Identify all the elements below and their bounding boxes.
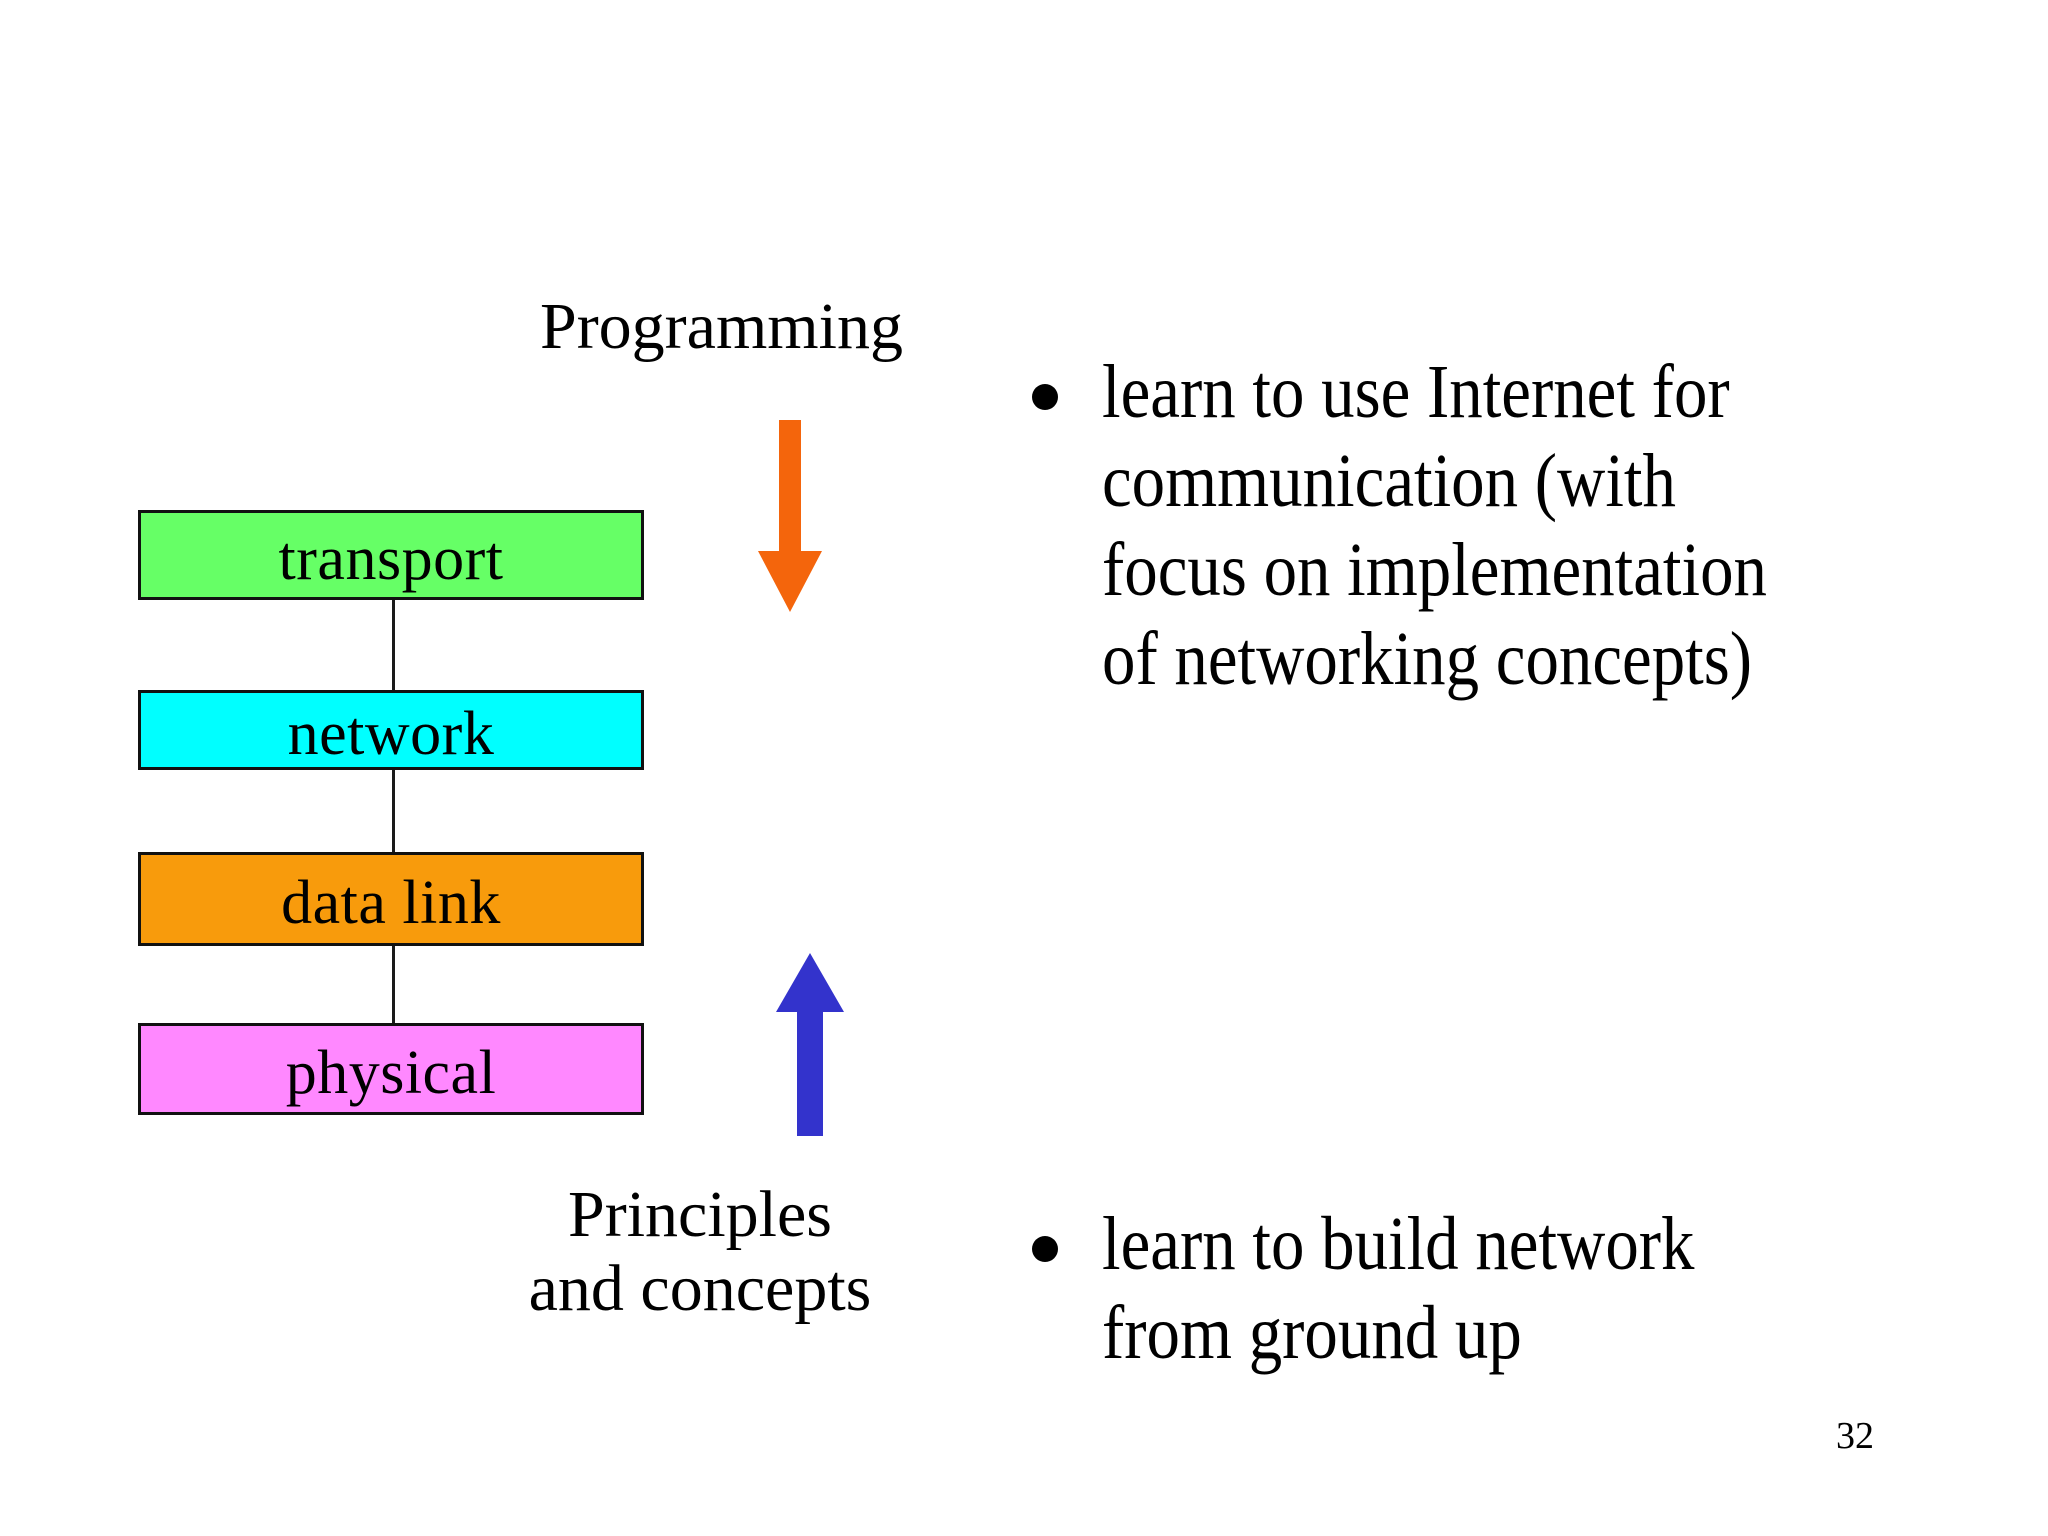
layer-label-physical: physical — [285, 1039, 497, 1107]
protocol-stack-diagram: transport network data link physical — [138, 510, 648, 1120]
layer-label-network: network — [287, 700, 495, 768]
principles-label-line-1: Principles — [568, 1178, 832, 1251]
bullet-item-learn-to-use-internet: learn to use Internet for communication … — [1032, 348, 2042, 704]
layer-label-data-link: data link — [281, 869, 501, 937]
layer-box-network[interactable]: network — [138, 690, 644, 770]
programming-label: Programming — [540, 290, 903, 363]
page-number: 32 — [1836, 1415, 1874, 1457]
connector-datalink-physical — [392, 946, 395, 1023]
connector-transport-network — [392, 600, 395, 690]
connector-network-datalink — [392, 770, 395, 852]
up-arrow-icon — [776, 953, 844, 1136]
layer-box-physical[interactable]: physical — [138, 1023, 644, 1115]
layer-box-transport[interactable]: transport — [138, 510, 644, 600]
bullet-text: learn to build network from ground up — [1102, 1202, 1695, 1375]
principles-label-line-2: and concepts — [528, 1251, 872, 1325]
bullet-item-learn-to-build-network: learn to build network from ground up — [1032, 1200, 2042, 1378]
layer-box-data-link[interactable]: data link — [138, 852, 644, 946]
bullet-text: learn to use Internet for communication … — [1102, 350, 1767, 701]
down-arrow-icon — [758, 420, 822, 612]
bullet-dot-icon — [1032, 1236, 1058, 1262]
principles-and-concepts-label: Principles and concepts — [460, 1178, 940, 1326]
bullet-dot-icon — [1032, 384, 1058, 410]
layer-label-transport: transport — [278, 525, 504, 593]
